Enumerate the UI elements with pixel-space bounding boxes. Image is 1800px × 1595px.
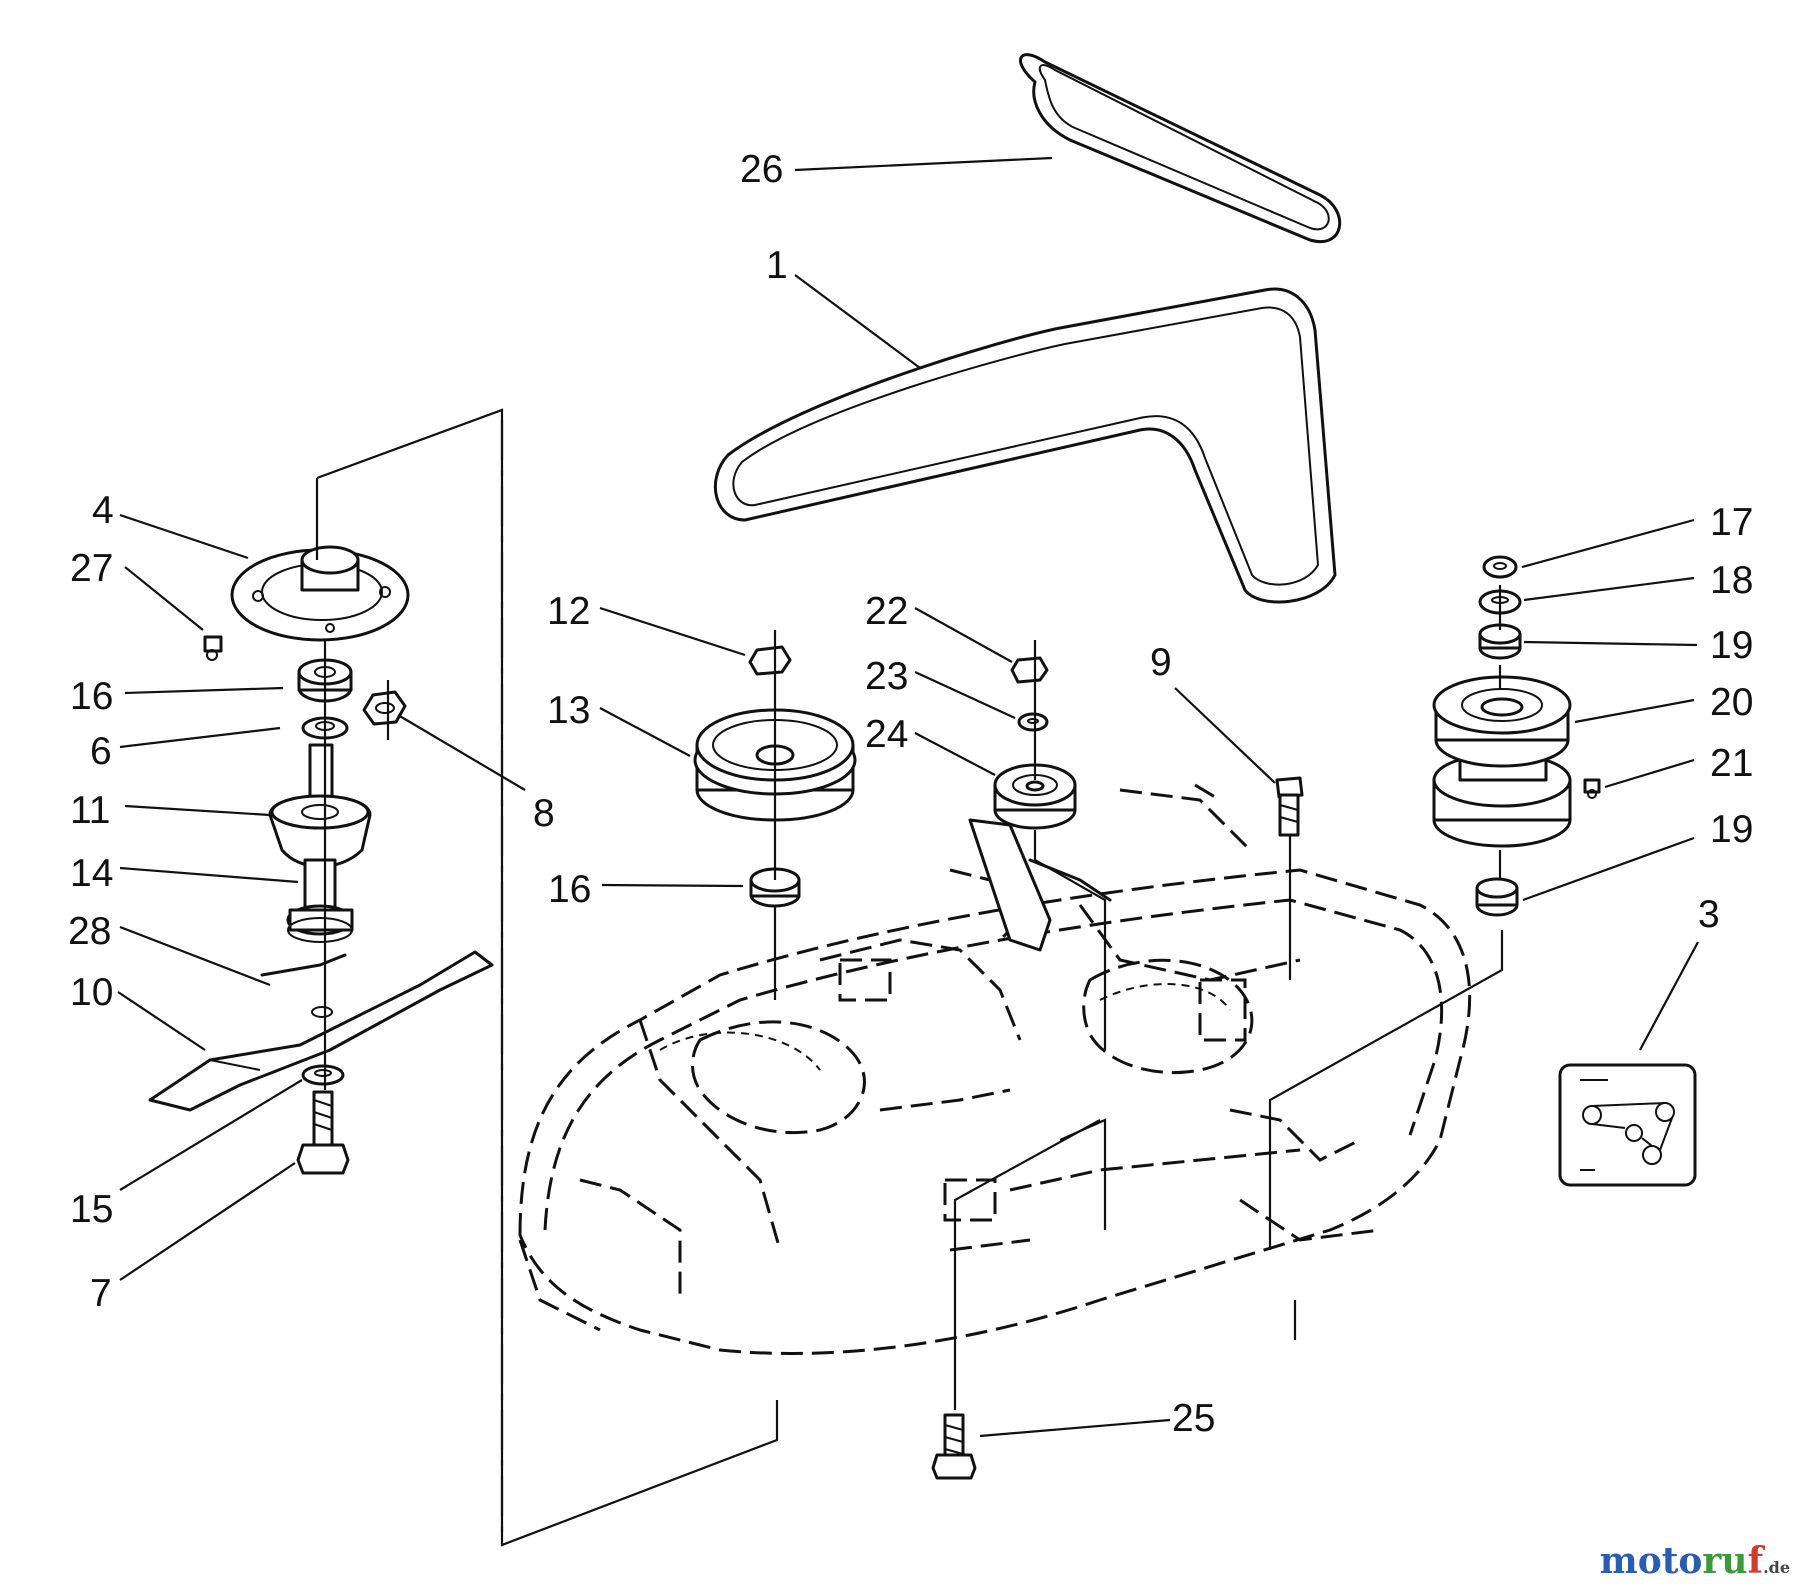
nut-8: [362, 690, 407, 726]
watermark-part-1: moto: [1599, 1540, 1703, 1582]
bolt-25: [931, 1413, 977, 1480]
callout-25: 25: [1172, 1397, 1215, 1440]
callout-19: 19: [1710, 624, 1753, 667]
callout-11: 11: [70, 789, 111, 832]
callout-6: 6: [90, 730, 112, 773]
blade-10: [148, 950, 494, 1112]
spacer-14: [286, 858, 354, 943]
callout-labels: 26 1 4 27 16 6 8 11 14 28 10 15 7 12 13 …: [68, 148, 1753, 1440]
spring-clip-17: [1482, 555, 1518, 579]
grease-fitting-27: [203, 635, 223, 661]
assembly-lines: [315, 408, 1504, 1547]
callout-leaders: [117, 156, 1699, 1438]
blade-28: [260, 953, 347, 977]
idler-pulley-24: [993, 763, 1077, 830]
belt-1: [713, 287, 1337, 604]
bearing-19a: [1478, 623, 1522, 660]
grease-fitting-21: [1583, 778, 1601, 799]
watermark-part-2: ru: [1702, 1540, 1748, 1582]
callout-14: 14: [70, 852, 113, 895]
bolt-9: [1275, 776, 1304, 837]
watermark-part-3: f: [1747, 1540, 1764, 1582]
callout-9: 9: [1150, 641, 1172, 684]
bolt-7: [296, 1090, 350, 1175]
callout-18: 18: [1710, 559, 1753, 602]
callout-15: 15: [70, 1188, 113, 1231]
nut-22: [1010, 656, 1049, 684]
watermark-logo: motoruf.de: [1600, 1540, 1790, 1582]
spindle-shaft-11: [268, 743, 372, 868]
bearing-16b: [749, 867, 801, 908]
callout-28: 28: [68, 910, 111, 953]
washer-23: [1017, 712, 1049, 732]
belt-routing-decal-3: [1558, 1063, 1697, 1187]
callout-20: 20: [1710, 681, 1753, 724]
callout-3: 3: [1698, 893, 1720, 936]
idler-bracket: [968, 818, 1112, 952]
watermark-part-4: .de: [1763, 1558, 1790, 1577]
bearing-19b: [1475, 877, 1519, 917]
washer-15: [301, 1064, 345, 1086]
callout-23: 23: [865, 655, 908, 698]
callout-7: 7: [90, 1272, 112, 1315]
belt-26: [1019, 53, 1342, 244]
double-pulley-20: [1432, 675, 1572, 848]
callout-1: 1: [766, 244, 788, 287]
nut-12: [748, 645, 792, 676]
callout-21: 21: [1710, 742, 1753, 785]
callout-22: 22: [865, 590, 908, 633]
callout-17: 17: [1710, 501, 1753, 544]
spindle-housing-4: [230, 545, 410, 642]
callout-26: 26: [740, 148, 783, 191]
callout-24: 24: [865, 713, 908, 756]
callout-4: 4: [92, 489, 114, 532]
callout-8: 8: [533, 792, 555, 835]
callout-27: 27: [70, 547, 113, 590]
callout-13: 13: [547, 689, 590, 732]
callout-12: 12: [547, 590, 590, 633]
callout-16: 16: [70, 675, 113, 718]
callout-19-lower: 19: [1710, 808, 1753, 851]
callout-10: 10: [70, 971, 113, 1014]
callout-16-center: 16: [548, 868, 591, 911]
